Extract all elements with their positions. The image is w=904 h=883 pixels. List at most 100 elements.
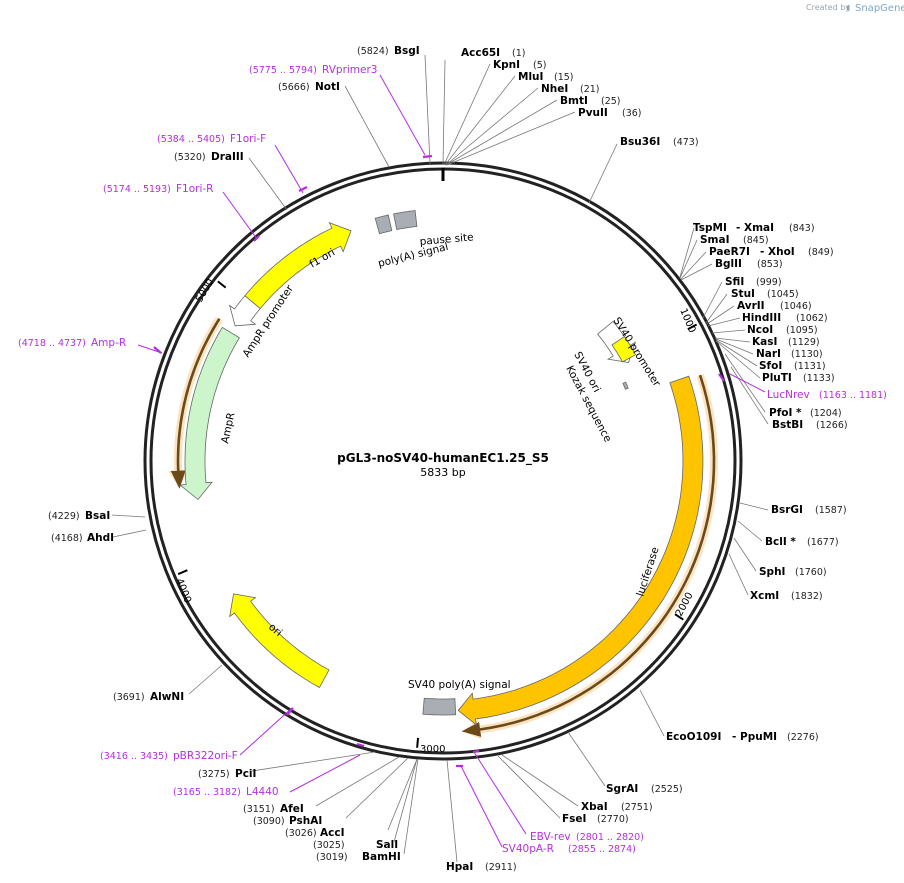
feature-luciferase[interactable] [457, 375, 704, 726]
enzyme-pos-pfoi: (1204) [810, 408, 842, 419]
enzyme-pos-bglii: (853) [757, 259, 783, 270]
enzyme-ahdi[interactable]: AhdI [87, 532, 114, 544]
enzyme-pos-xbai: (2751) [621, 802, 653, 813]
enzyme-pos-hindiii: (1062) [796, 313, 828, 324]
primer-amp-r[interactable]: Amp-R [91, 337, 126, 349]
enzyme-kpni[interactable]: KpnI [493, 59, 520, 71]
enzyme-hindiii[interactable]: HindIII [742, 312, 781, 324]
enzyme-pos-kasi: (1129) [788, 337, 820, 348]
enzyme-bsrgi[interactable]: BsrGI [771, 504, 803, 516]
tick-5000 [217, 280, 227, 289]
enzyme-ppumi[interactable]: - PpuMI [732, 731, 777, 743]
tick-4000 [177, 569, 188, 576]
enzyme-afei[interactable]: AfeI [280, 803, 304, 815]
enzyme-pos-alwni: (3691) [113, 692, 145, 703]
enzyme-pshai[interactable]: PshAI [289, 815, 322, 827]
enzyme-hpai[interactable]: HpaI [446, 861, 473, 873]
enzyme-pvuii[interactable]: PvuII [578, 107, 608, 119]
enzyme-pos-bsu36i: (473) [673, 137, 699, 148]
enzyme-pos-sfii: (999) [756, 277, 782, 288]
enzyme-leader-lines [111, 54, 769, 863]
enzyme-ncoi[interactable]: NcoI [747, 324, 773, 336]
feature-pause-site[interactable] [393, 210, 418, 231]
primer-f1ori-f[interactable]: F1ori-F [230, 133, 266, 145]
enzyme-smai[interactable]: SmaI [700, 234, 730, 246]
enzyme-pos-afei: (3151) [243, 804, 275, 815]
enzyme-pos-pshai: (3090) [253, 816, 285, 827]
enzyme-bmti[interactable]: BmtI [560, 95, 588, 107]
enzyme-pcii[interactable]: PciI [235, 768, 256, 780]
primer-marks [137, 74, 766, 848]
enzyme-sgrai[interactable]: SgrAI [606, 783, 638, 795]
enzyme-alwni[interactable]: AlwNI [150, 691, 184, 703]
feature-f1-ori[interactable] [244, 221, 352, 310]
enzyme-nari[interactable]: NarI [756, 348, 781, 360]
enzyme-xmai[interactable]: - XmaI [736, 222, 774, 234]
primer-f1ori-r[interactable]: F1ori-R [176, 183, 213, 195]
credit-brand: SnapGene [855, 3, 904, 14]
enzyme-pos-ahdi: (4168) [51, 533, 83, 544]
enzyme-mlui[interactable]: MluI [518, 71, 543, 83]
enzyme-pos-sfoi: (1131) [794, 361, 826, 372]
feature-ampr-promoter[interactable] [229, 295, 261, 327]
enzyme-pos-smai: (845) [743, 235, 769, 246]
primer-pos-ebv-rev: (2801 .. 2820) [576, 832, 644, 843]
enzyme-sphi[interactable]: SphI [759, 566, 785, 578]
feature-polya-signal[interactable] [374, 214, 393, 235]
enzyme-ecoo109i[interactable]: EcoO109I [666, 731, 721, 743]
primer-pos-l4440: (3165 .. 3182) [173, 787, 241, 798]
enzyme-pluti[interactable]: PluTI [762, 372, 792, 384]
enzyme-pos-pvuii: (36) [622, 108, 642, 119]
primer-arrows [153, 154, 725, 768]
enzyme-xhoi[interactable]: - XhoI [760, 246, 795, 258]
enzyme-avrii[interactable]: AvrII [737, 300, 765, 312]
feature-sv40-polya[interactable] [422, 697, 457, 716]
plasmid-name: pGL3-noSV40-humanEC1.25_S5 [337, 451, 549, 466]
feature-ori[interactable] [229, 593, 330, 689]
enzyme-acci[interactable]: AccI [320, 827, 344, 839]
enzyme-bglii[interactable]: BglII [715, 258, 742, 270]
enzyme-bsgi[interactable]: BsgI [394, 45, 420, 57]
enzyme-nhei[interactable]: NheI [541, 83, 568, 95]
enzyme-bstbi[interactable]: BstBI [772, 419, 803, 431]
enzyme-xbai[interactable]: XbaI [581, 801, 608, 813]
primer-lucnrev[interactable]: LucNrev [767, 389, 810, 401]
enzyme-noti[interactable]: NotI [315, 81, 340, 93]
enzyme-stui[interactable]: StuI [731, 288, 755, 300]
enzyme-paer7i[interactable]: PaeR7I [709, 246, 750, 258]
enzyme-pos-sgrai: (2525) [651, 784, 683, 795]
enzyme-xcmi[interactable]: XcmI [750, 590, 779, 602]
feature-kozak[interactable] [622, 381, 629, 390]
primer-ebv-rev[interactable]: EBV-rev [530, 831, 571, 843]
tick-2000 [674, 613, 684, 621]
feature-label-ampr: AmpR [219, 411, 237, 444]
enzyme-acc65i[interactable]: Acc65I [461, 47, 500, 59]
enzyme-bcli[interactable]: BclI * [765, 536, 796, 548]
enzyme-fsei[interactable]: FseI [562, 813, 586, 825]
primer-pos-sv40pa-r: (2855 .. 2874) [568, 844, 636, 855]
enzyme-bsai[interactable]: BsaI [85, 510, 110, 522]
enzyme-pos-avrii: (1046) [780, 301, 812, 312]
orf-luc[interactable] [461, 374, 716, 737]
primer-sv40pa-r[interactable]: SV40pA-R [502, 843, 554, 855]
enzyme-tspmi[interactable]: TspMI [693, 222, 727, 234]
feature-sv40-ori[interactable] [611, 335, 637, 363]
enzyme-bamhi[interactable]: BamHI [362, 851, 401, 863]
feature-ampr[interactable] [179, 326, 240, 501]
enzyme-pos-acci: (3026) [285, 828, 317, 839]
enzyme-pos-sali: (3025) [313, 840, 345, 851]
enzyme-pfoi[interactable]: PfoI * [769, 407, 802, 419]
enzyme-sali[interactable]: SalI [376, 839, 398, 851]
enzyme-bsu36i[interactable]: Bsu36I [620, 136, 660, 148]
primer-l4440[interactable]: L4440 [246, 786, 279, 798]
orf-amp[interactable] [170, 317, 221, 489]
primer-pbr322ori-f[interactable]: pBR322ori-F [173, 750, 238, 762]
enzyme-pos-bmti: (25) [601, 96, 621, 107]
enzyme-draiii[interactable]: DraIII [211, 151, 244, 163]
primer-rvprimer3[interactable]: RVprimer3 [322, 64, 378, 76]
enzyme-kasi[interactable]: KasI [752, 336, 777, 348]
enzyme-sfii[interactable]: SfiI [725, 276, 744, 288]
feature-label-sv40-polya: SV40 poly(A) signal [408, 679, 511, 691]
enzyme-sfoi[interactable]: SfoI [759, 360, 782, 372]
